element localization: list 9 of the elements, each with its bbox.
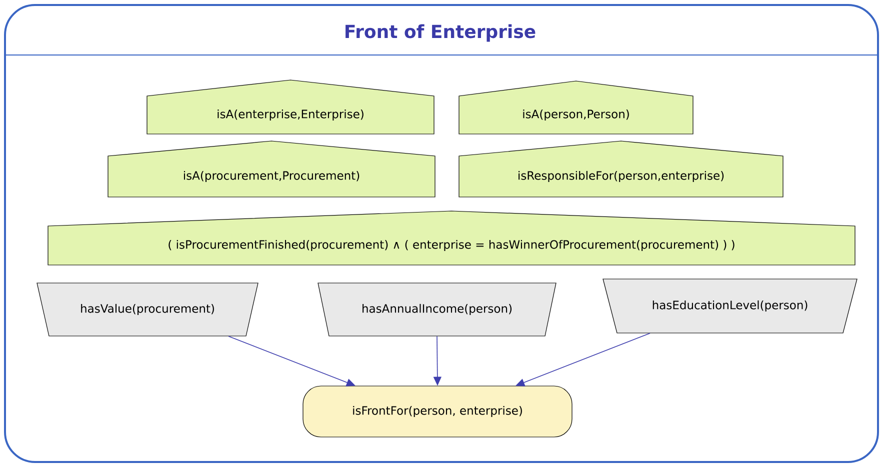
- condition-box: isA(enterprise,Enterprise): [146, 80, 434, 134]
- property-box: hasValue(procurement): [36, 282, 258, 336]
- property-box: hasEducationLevel(person): [602, 278, 858, 334]
- condition-box: isResponsibleFor(person,enterprise): [458, 140, 784, 198]
- conclusion-box: isFrontFor(person, enterprise): [302, 386, 572, 438]
- condition-box: isA(procurement,Procurement): [108, 140, 436, 198]
- condition-box: ( isProcurementFinished(procurement) ∧ ( enterprise = hasWinnerOfProcurement(procurement) ) ): [48, 210, 856, 266]
- condition-box: isA(person,Person): [458, 80, 694, 134]
- property-box: hasAnnualIncome(person): [318, 282, 556, 336]
